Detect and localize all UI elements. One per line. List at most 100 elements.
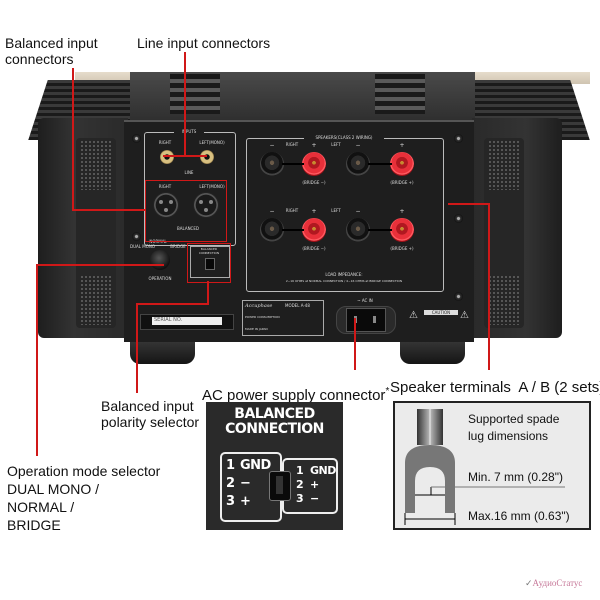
operation-mode-knob[interactable] [150,250,170,270]
ac-power-inlet[interactable] [346,308,386,332]
line-left-label: LEFT(MONO) [199,140,225,145]
handle-grille-left-bottom [80,275,112,325]
positive-speaker-terminal[interactable] [302,218,326,242]
line-label: LINE [184,170,194,175]
terminal-polarity-label: − [269,142,275,149]
channel-label: RIGHT [285,142,299,147]
leader-operation-h [36,264,164,266]
power-consumption: POWER CONSUMPTION [245,315,280,319]
pin-assignment: − [240,476,251,491]
foot-left [130,338,195,364]
model-label: MODEL A-48 [285,303,310,308]
inset-spade-lug: Supported spade lug dimensions Min. 7 mm… [393,401,591,530]
positive-speaker-terminal[interactable] [390,218,414,242]
screw [132,134,141,143]
inputs-title: INPUTS [174,129,204,134]
terminal-link [368,163,392,165]
bridge-label: (BRIDGE −) [302,246,326,251]
ac-pin [373,316,376,323]
vent-left [170,74,220,114]
callout-operation-mode: Operation mode selector DUAL MONO / NORM… [7,463,161,533]
highlight-polarity-selector [187,243,231,283]
made-in: MADE IN JAPAN [245,327,268,331]
terminal-polarity-label: + [311,208,317,215]
handle-grille-right-top [488,140,520,190]
terminal-link [282,229,304,231]
serial-label: SERIAL NO. [152,317,222,325]
pin-number: 1 [296,464,304,477]
op-bridge-label: BRIDGE [170,244,186,249]
channel-label: LEFT [331,142,341,147]
leader-balanced-input [72,68,74,210]
terminal-link [282,163,304,165]
positive-speaker-terminal[interactable] [390,152,414,176]
pin-number: 1 [226,458,235,473]
screw [454,134,463,143]
warning-triangle-icon: ⚠ [409,310,418,321]
terminal-polarity-label: + [311,142,317,149]
leader-balanced-input-h [72,209,146,211]
bridge-label: (BRIDGE +) [390,246,414,251]
callout-ac-power: AC power supply connector* [202,368,389,404]
leader-line-input [184,52,186,156]
pin-number: 3 [296,492,304,505]
rear-panel: INPUTS RIGHT LEFT(MONO) LINE RIGHT LEFT (… [124,120,474,342]
pin-assignment: GND [310,464,336,477]
terminal-polarity-label: − [269,208,275,215]
bridge-label: (BRIDGE +) [390,180,414,185]
screw [132,232,141,241]
polarity-switch-panel [190,246,230,278]
callout-polarity-selector: Balanced input polarity selector [101,398,200,430]
pin-number: 2 [296,478,304,491]
channel-label: LEFT [331,208,341,213]
spade-lug-diagram [404,409,565,525]
pin-assignment: GND [240,458,271,473]
highlight-balanced-input [145,180,227,242]
spade-max-dimension: Max.16 mm (0.63") [468,509,570,523]
rca-left-connector[interactable] [200,150,214,164]
balanced-label: BALANCED [177,226,199,231]
channel-label: RIGHT [285,208,299,213]
load-impedance-detail: 2~16 OHMS at NORMAL CONNECTION / 4~16 OH… [285,279,403,283]
bal-right-label: RIGHT [158,184,172,189]
foot-right [400,338,465,364]
inset-balanced-title-2: CONNECTION [225,421,324,437]
negative-speaker-terminal[interactable] [260,218,284,242]
caution-label: CAUTION [424,310,458,315]
terminal-polarity-label: + [399,208,405,215]
slide-switch-knob [276,476,283,494]
callout-ac-power-text: AC power supply connector [202,387,386,404]
ac-in-label: ~ AC IN [357,298,373,303]
xlr-left-connector[interactable] [193,192,219,218]
leader-ac-power [354,318,356,370]
polarity-slide-switch[interactable] [269,471,291,501]
polarity-switch[interactable] [205,258,215,270]
negative-speaker-terminal[interactable] [260,152,284,176]
negative-speaker-terminal[interactable] [346,218,370,242]
negative-speaker-terminal[interactable] [346,152,370,176]
op-dual-mono-label: DUAL MONO [130,244,155,249]
leader-speaker-v [488,203,490,370]
callout-speaker-terminals: Speaker terminals A / B (2 sets) [390,379,600,396]
asterisk-mark: * [385,386,390,397]
terminal-polarity-label: + [399,142,405,149]
leader-polarity-v [136,303,138,393]
pin-number: 3 [226,494,235,509]
terminal-polarity-label: − [355,142,361,149]
callout-balanced-input: Balanced input connectors [5,35,98,67]
amplifier-rear-view: INPUTS RIGHT LEFT(MONO) LINE RIGHT LEFT (… [28,52,590,456]
leader-polarity-h [136,303,209,305]
positive-speaker-terminal[interactable] [302,152,326,176]
rca-right-connector[interactable] [160,150,174,164]
polarity-switch-title: BALANCED CONNECTION [198,247,220,255]
speakers-title: SPEAKERS(CLASS 2 WIRING) [304,135,384,140]
screw [454,292,463,301]
leader-speaker-h [448,203,490,205]
screw [454,214,463,223]
spade-min-dimension: Min. 7 mm (0.28") [468,470,563,484]
warning-triangle-icon: ⚠ [460,310,469,321]
xlr-right-connector[interactable] [153,192,179,218]
pin-assignment: − [310,492,319,505]
watermark-text: АудиоСтатус [532,578,583,588]
